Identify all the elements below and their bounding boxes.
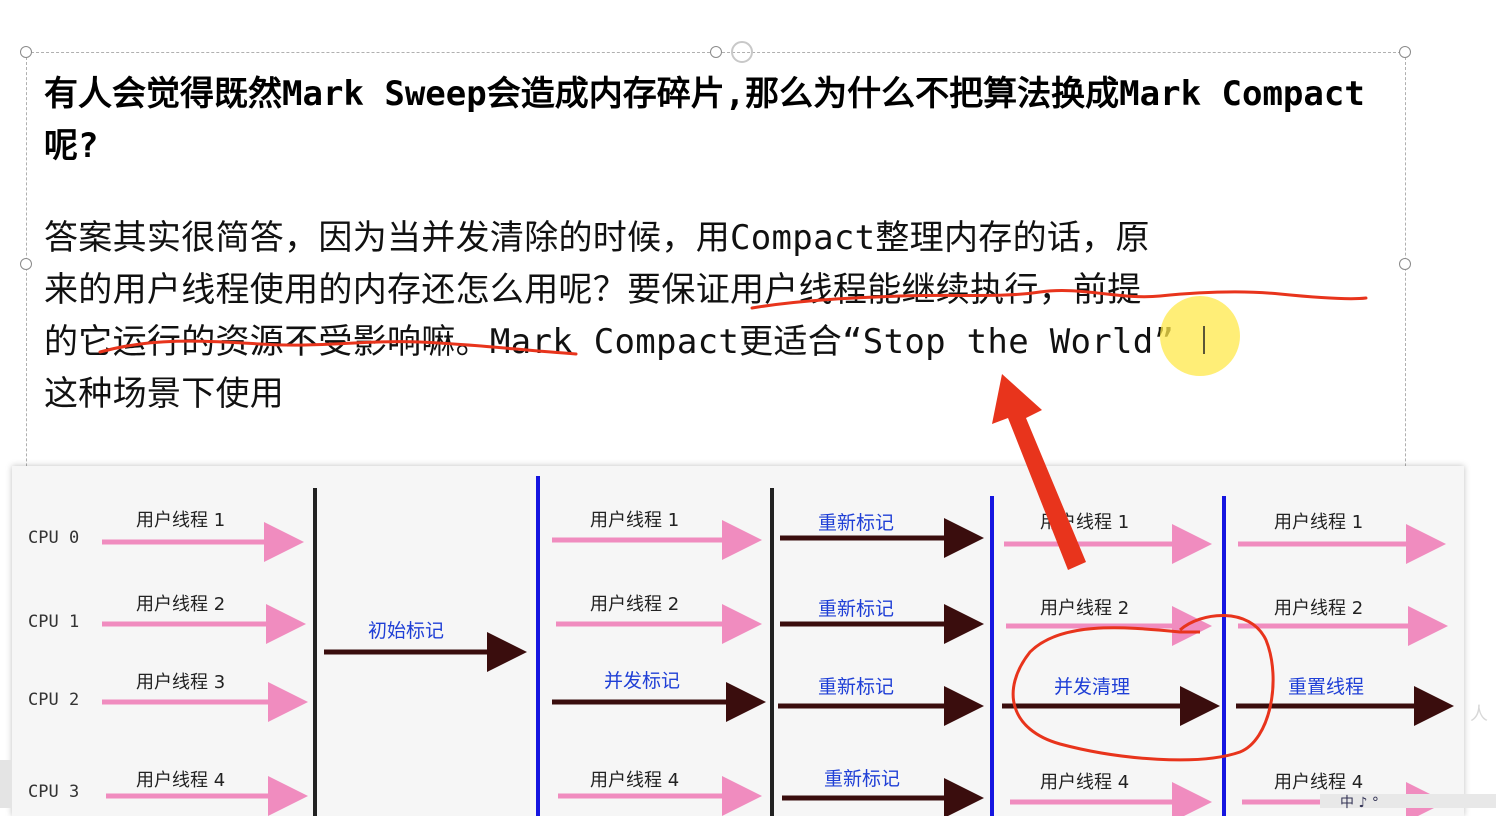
resize-handle-top-right[interactable] xyxy=(1399,46,1411,58)
cms-phases-diagram[interactable]: CPU 0 CPU 1 CPU 2 CPU 3 用户线程 1 用户线程 2 用户… xyxy=(12,466,1464,816)
body-line: 答案其实很简答，因为当并发清除的时候，用Compact整理内存的话，原 xyxy=(44,218,1150,258)
resize-handle-middle-right[interactable] xyxy=(1399,258,1411,270)
cpu-label: CPU 3 xyxy=(28,782,80,802)
ime-indicator[interactable]: 中 ♪ ° xyxy=(1340,795,1379,811)
phase-label-reset: 重置线程 xyxy=(1288,676,1365,698)
diagram-arrows xyxy=(102,476,1454,816)
thread-label: 用户线程 4 xyxy=(136,770,226,791)
phase-label-initial-mark: 初始标记 xyxy=(368,620,445,642)
resize-handle-middle-left[interactable] xyxy=(20,258,32,270)
body-line: 来的用户线程使用的内存还怎么用呢？要保证用户线程能继续执行，前提 xyxy=(44,270,1142,310)
phase-label-remark: 重新标记 xyxy=(818,676,895,698)
thread-label: 用户线程 1 xyxy=(136,510,226,531)
phase-label-remark: 重新标记 xyxy=(818,512,895,534)
thread-label: 用户线程 1 xyxy=(590,510,680,531)
thread-label: 用户线程 1 xyxy=(1274,512,1364,533)
resize-handle-top-left[interactable] xyxy=(20,46,32,58)
thread-label: 用户线程 2 xyxy=(590,594,680,615)
cpu-label: CPU 0 xyxy=(28,528,80,548)
cpu-label: CPU 2 xyxy=(28,690,80,710)
slide-title[interactable]: 有人会觉得既然Mark Sweep会造成内存碎片,那么为什么不把算法换成Mark… xyxy=(44,74,1365,166)
cpu-label: CPU 1 xyxy=(28,612,80,632)
taskbar-strip xyxy=(1320,794,1496,808)
thread-label: 用户线程 4 xyxy=(590,770,680,791)
slide-body[interactable]: 答案其实很简答，因为当并发清除的时候，用Compact整理内存的话，原 来的用户… xyxy=(44,212,1384,420)
phase-label-remark: 重新标记 xyxy=(818,598,895,620)
thread-label: 用户线程 4 xyxy=(1040,772,1130,793)
body-line: 这种场景下使用 xyxy=(44,374,285,414)
rotate-handle[interactable] xyxy=(731,41,753,63)
watermark: 人 xyxy=(1470,704,1488,725)
resize-handle-top-center[interactable] xyxy=(710,46,722,58)
phase-label-remark: 重新标记 xyxy=(824,768,901,790)
thread-label: 用户线程 4 xyxy=(1274,772,1364,793)
phase-label-concurrent-mark: 并发标记 xyxy=(604,670,681,692)
thread-label: 用户线程 2 xyxy=(136,594,226,615)
thread-label: 用户线程 3 xyxy=(136,672,226,693)
thread-label: 用户线程 2 xyxy=(1274,598,1364,619)
body-line: 的它运行的资源不受影响嘛。Mark Compact更适合“Stop the Wo… xyxy=(44,322,1175,362)
thread-label: 用户线程 2 xyxy=(1040,598,1130,619)
left-edge-bar xyxy=(0,760,12,808)
